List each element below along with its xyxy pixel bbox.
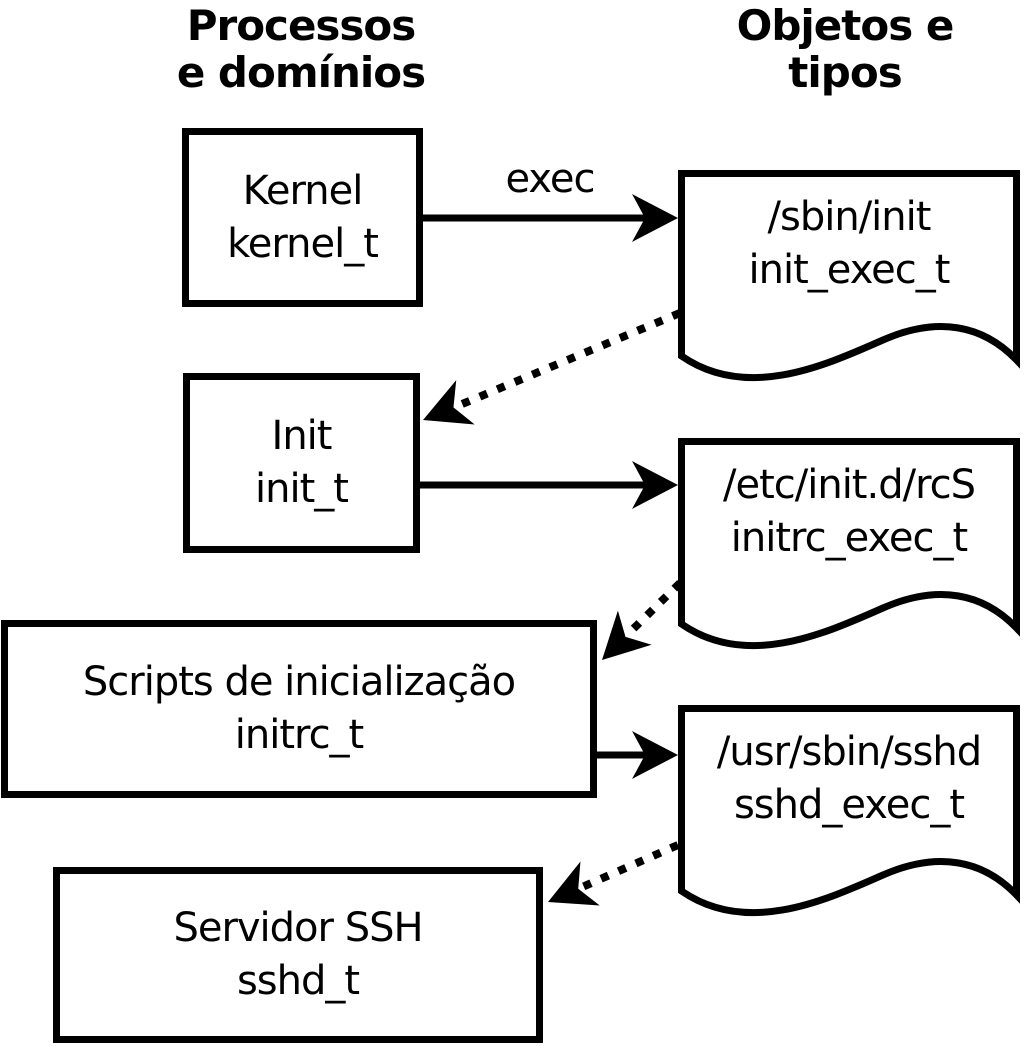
process-name: Scripts de inicialização	[82, 659, 516, 705]
document-shape	[678, 170, 1020, 382]
process-domain: sshd_t	[236, 958, 360, 1004]
right-header-line1: Objetos e	[736, 1, 955, 50]
document-shape	[678, 438, 1020, 650]
left-header-line2: e domínios	[176, 48, 426, 97]
exec-arrow-label: exec	[505, 156, 596, 202]
process-box-kernel: Kernel kernel_t	[182, 128, 423, 307]
transition-arrow-sbin-init-to-init	[423, 309, 682, 425]
exec-arrow-init-to-rcs	[420, 461, 678, 509]
right-header-line2: tipos	[788, 48, 902, 97]
right-column-header: Objetos e tipos	[685, 2, 1005, 96]
left-column-header: Processos e domínios	[141, 2, 461, 96]
process-box-ssh-server: Servidor SSH sshd_t	[53, 867, 543, 1043]
object-doc-etc-initd-rcs: /etc/init.d/rcS initrc_exec_t	[678, 438, 1020, 658]
object-type: initrc_exec_t	[730, 515, 968, 561]
process-domain: kernel_t	[227, 220, 379, 267]
process-box-init: Init init_t	[183, 373, 420, 553]
process-box-init-scripts: Scripts de inicialização initrc_t	[1, 620, 597, 798]
process-domain: init_t	[255, 466, 349, 512]
process-domain: initrc_t	[234, 712, 365, 758]
object-doc-usr-sbin-sshd: /usr/sbin/sshd sshd_exec_t	[678, 705, 1020, 925]
object-path: /etc/init.d/rcS	[722, 462, 976, 508]
object-type: init_exec_t	[748, 247, 951, 293]
object-path: /sbin/init	[767, 194, 932, 240]
transition-arrow-sshd-to-server	[548, 841, 680, 906]
object-doc-sbin-init: /sbin/init init_exec_t	[678, 170, 1020, 390]
process-name: Init	[271, 413, 333, 459]
object-type: sshd_exec_t	[733, 782, 965, 828]
process-name: Kernel	[242, 167, 364, 214]
transition-arrow-rcs-to-scripts	[602, 580, 683, 660]
process-name: Servidor SSH	[173, 905, 423, 951]
exec-arrow-scripts-to-sshd	[597, 731, 678, 779]
document-shape	[678, 705, 1020, 917]
object-path: /usr/sbin/sshd	[716, 729, 982, 775]
left-header-line1: Processos	[186, 1, 417, 50]
